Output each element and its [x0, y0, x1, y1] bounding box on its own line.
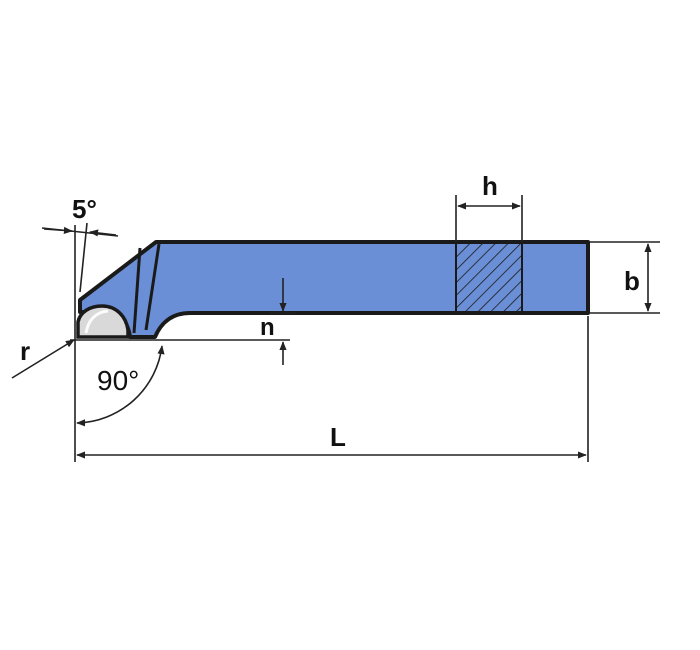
label-radius: r: [20, 336, 30, 366]
rake-face-line-2: [144, 243, 161, 331]
rake-face-line: [132, 247, 142, 334]
label-angle-bottom: 90°: [97, 365, 139, 396]
angle-5-arrow-left: [43, 226, 73, 235]
label-width-h: h: [482, 171, 498, 201]
angle-90-arc: [76, 345, 165, 427]
label-offset-n: n: [260, 314, 275, 341]
cross-section-hatch: [455, 242, 523, 313]
angle-5-line-b: [79, 222, 88, 293]
radius-leader: [11, 339, 75, 379]
label-length-L: L: [330, 422, 346, 452]
label-height-b: b: [624, 266, 640, 296]
insert-shine: [84, 309, 109, 334]
label-angle-top: 5°: [72, 194, 97, 224]
carbide-insert: [76, 304, 130, 339]
angle-5-arrow-right: [89, 229, 117, 237]
